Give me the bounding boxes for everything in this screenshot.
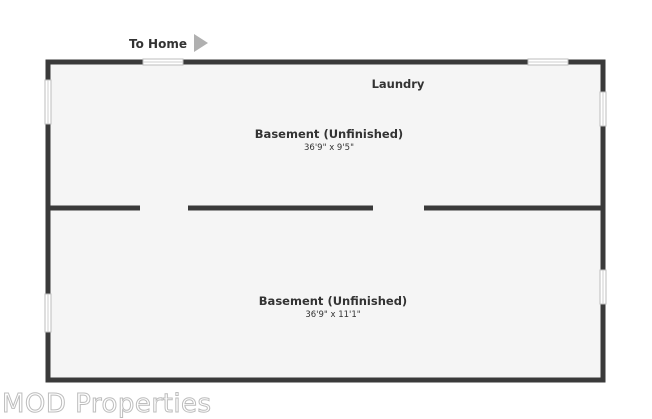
window bbox=[44, 79, 52, 125]
window bbox=[599, 269, 607, 305]
room-dimensions: 36'9" x 9'5" bbox=[304, 143, 354, 153]
exterior-wall bbox=[45, 59, 606, 383]
window bbox=[527, 58, 569, 66]
window bbox=[142, 58, 184, 66]
room-name: Basement (Unfinished) bbox=[255, 127, 403, 141]
laundry-label: Laundry bbox=[372, 77, 425, 91]
brand-watermark: MOD Properties bbox=[2, 389, 212, 419]
direction-arrow-icon bbox=[194, 34, 208, 52]
room-dimensions: 36'9" x 11'1" bbox=[305, 310, 360, 320]
room-name: Basement (Unfinished) bbox=[259, 294, 407, 308]
to-home-label: To Home bbox=[129, 37, 187, 51]
floor-area bbox=[48, 62, 603, 380]
window bbox=[44, 293, 52, 333]
window bbox=[599, 91, 607, 127]
